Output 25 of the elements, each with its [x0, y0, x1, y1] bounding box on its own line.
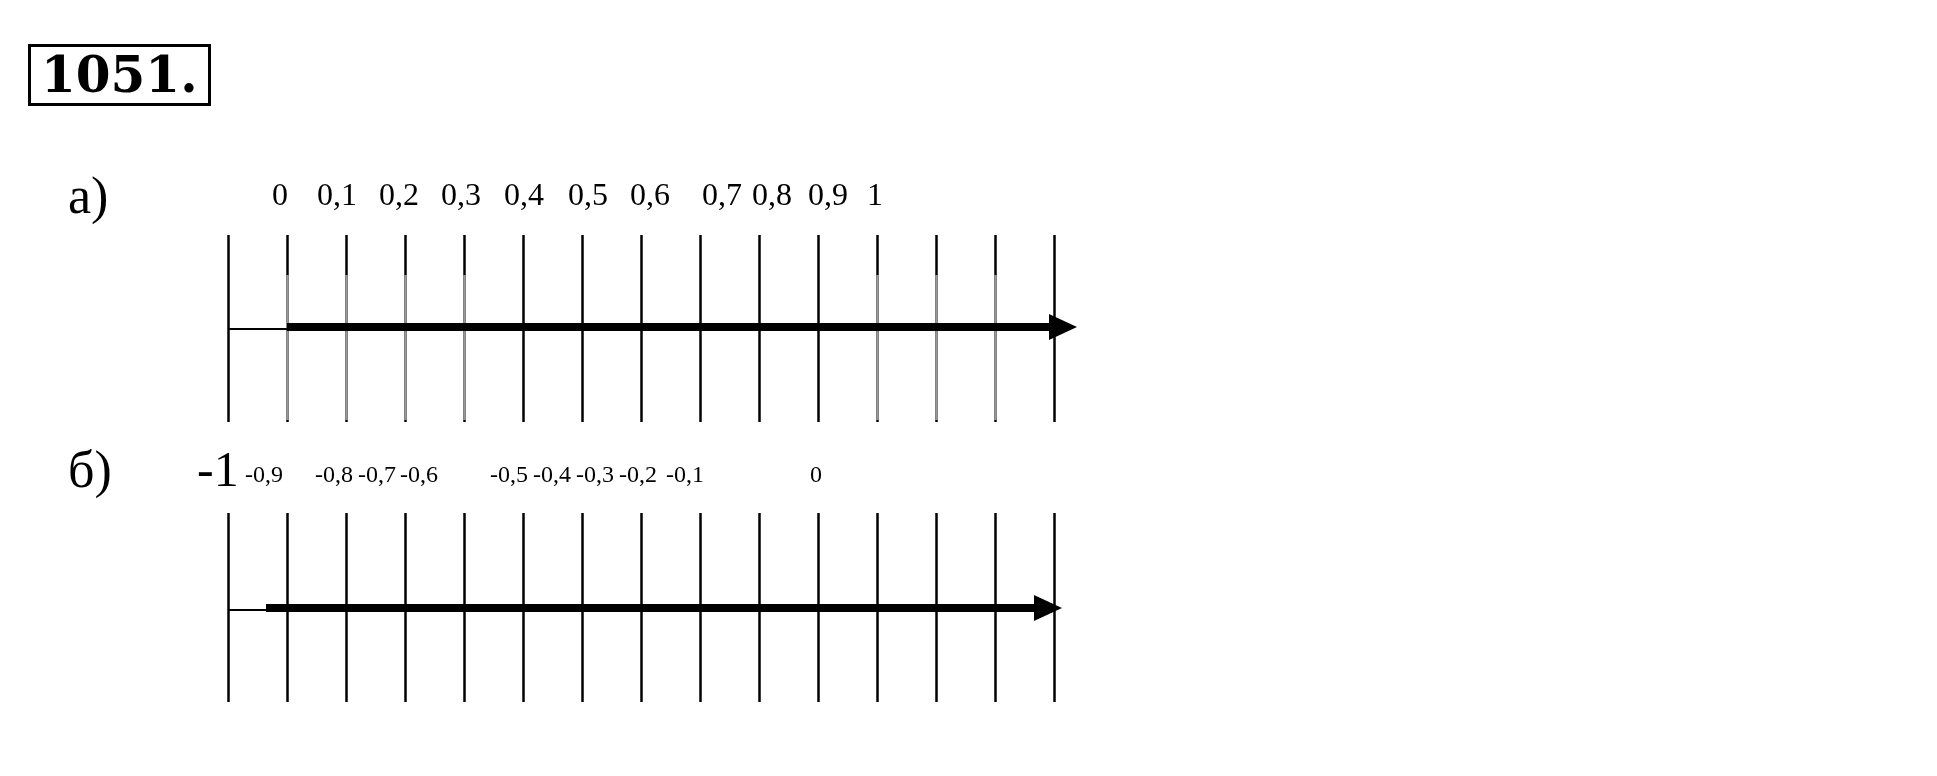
tick-label: 0,3	[441, 178, 481, 210]
tick-label: 0,9	[808, 178, 848, 210]
tick-label: 0	[272, 178, 288, 210]
tick-label: 0,2	[379, 178, 419, 210]
tick-label: -0,7	[358, 462, 396, 486]
tick-label: -0,4	[533, 462, 571, 486]
tick-label: -0,5	[490, 462, 528, 486]
tick-label: 0,7	[702, 178, 742, 210]
tick-label: -0,3	[576, 462, 614, 486]
tick-label: а)	[68, 170, 109, 222]
tick-label: 0	[810, 462, 822, 486]
problem-number: 1051.	[28, 44, 211, 106]
tick-label: 0,1	[317, 178, 357, 210]
tick-label: б)	[68, 444, 112, 496]
tick-label: -1	[197, 444, 239, 494]
tick-label: -0,6	[400, 462, 438, 486]
tick-label: 0,4	[504, 178, 544, 210]
tick-label: 0,5	[568, 178, 608, 210]
tick-label: -0,9	[245, 462, 283, 486]
tick-label: -0,2	[619, 462, 657, 486]
tick-label: -0,8	[315, 462, 353, 486]
tick-label: 0,6	[630, 178, 670, 210]
tick-label: -0,1	[666, 462, 704, 486]
tick-label: 0,8	[752, 178, 792, 210]
tick-label: 1	[867, 178, 883, 210]
